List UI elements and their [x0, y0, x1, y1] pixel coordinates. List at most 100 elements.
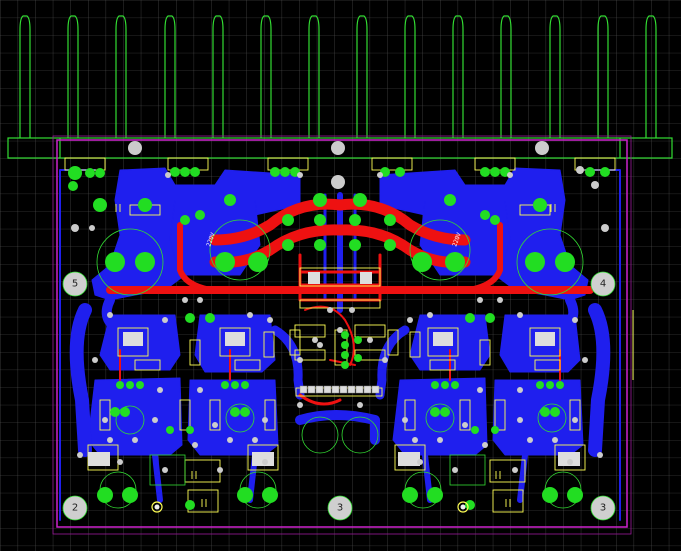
via	[312, 337, 318, 343]
mounting-hole-4[interactable]: 4	[590, 271, 616, 297]
via	[535, 141, 549, 155]
smd-pad	[123, 332, 143, 346]
mounting-hole-2[interactable]: 2	[62, 495, 88, 521]
silkscreen-outline	[569, 399, 581, 431]
via	[582, 357, 588, 363]
header-pin	[347, 385, 356, 394]
via	[297, 402, 303, 408]
capacitor-symbol	[495, 471, 501, 479]
pad	[349, 214, 361, 226]
silkscreen-outline	[492, 489, 524, 513]
silkscreen-outline	[234, 359, 261, 371]
mounting-hole-5[interactable]: 5	[62, 271, 88, 297]
pad	[412, 252, 432, 272]
pad	[180, 215, 190, 225]
capacitor-outline	[209, 219, 271, 281]
via	[165, 172, 171, 178]
board-edge	[52, 135, 632, 535]
via	[132, 437, 138, 443]
via	[331, 175, 345, 189]
pad	[215, 252, 235, 272]
pad	[445, 252, 465, 272]
mounting-hole-3-right[interactable]: 3	[590, 495, 616, 521]
header-pin	[307, 385, 316, 394]
pad	[542, 487, 558, 503]
via-ring	[457, 501, 469, 513]
pad	[341, 341, 349, 349]
pad	[282, 214, 294, 226]
pad	[354, 354, 362, 362]
mounting-hole-3-center-label: 3	[337, 503, 343, 514]
mounting-hole-2-label: 2	[72, 503, 78, 514]
silkscreen-outline	[189, 339, 201, 366]
pad	[270, 167, 280, 177]
via-ring-hole	[154, 504, 160, 510]
via	[92, 357, 98, 363]
capacitor-outline	[516, 228, 584, 296]
pad	[282, 239, 294, 251]
heatsink-base-mark	[59, 138, 621, 158]
silkscreen-outline	[534, 359, 561, 371]
pad	[230, 407, 240, 417]
pad	[185, 313, 195, 323]
via	[427, 312, 433, 318]
pad	[540, 407, 550, 417]
header-pin	[363, 385, 372, 394]
pad	[431, 381, 439, 389]
via	[128, 141, 142, 155]
pad	[471, 426, 479, 434]
via	[182, 297, 188, 303]
capacitor-symbol	[201, 499, 207, 507]
via	[512, 467, 518, 473]
ref-label-left: 220V	[205, 231, 217, 247]
pad	[314, 214, 326, 226]
pad	[221, 381, 229, 389]
heatsink-fin	[597, 15, 609, 138]
via	[402, 417, 408, 423]
smd-pad	[88, 452, 110, 466]
pad	[85, 168, 95, 178]
pad	[341, 331, 349, 339]
via	[337, 327, 343, 333]
silkscreen-outline	[117, 327, 149, 357]
pad	[240, 407, 250, 417]
silkscreen-outline	[263, 331, 275, 358]
via	[212, 422, 218, 428]
pad	[546, 381, 554, 389]
pad	[550, 407, 560, 417]
via	[567, 459, 573, 465]
component-outline	[449, 454, 486, 486]
via	[157, 387, 163, 393]
via	[349, 307, 355, 313]
pad	[440, 407, 450, 417]
mounting-hole-3-center[interactable]: 3	[327, 495, 353, 521]
pad	[185, 500, 195, 510]
transistor-outline	[425, 403, 455, 433]
via	[262, 459, 268, 465]
ref-label-right: 220V	[451, 231, 463, 247]
pad	[444, 194, 456, 206]
via	[107, 312, 113, 318]
pad	[105, 252, 125, 272]
via	[591, 181, 599, 189]
via	[517, 417, 523, 423]
pad	[451, 381, 459, 389]
via	[527, 437, 533, 443]
pad	[262, 487, 278, 503]
via	[247, 312, 253, 318]
heatsink-fin	[645, 15, 657, 138]
mounting-hole-3-right-label: 3	[600, 503, 606, 514]
heatsink-fin	[452, 15, 464, 138]
silkscreen-outline	[209, 399, 221, 431]
smd-pad	[308, 272, 320, 284]
pad	[231, 381, 239, 389]
heatsink-fin	[67, 15, 79, 138]
via	[572, 417, 578, 423]
pad	[95, 168, 105, 178]
via	[482, 442, 488, 448]
via	[192, 442, 198, 448]
pad	[205, 313, 215, 323]
pad	[402, 487, 418, 503]
pad	[567, 487, 583, 503]
